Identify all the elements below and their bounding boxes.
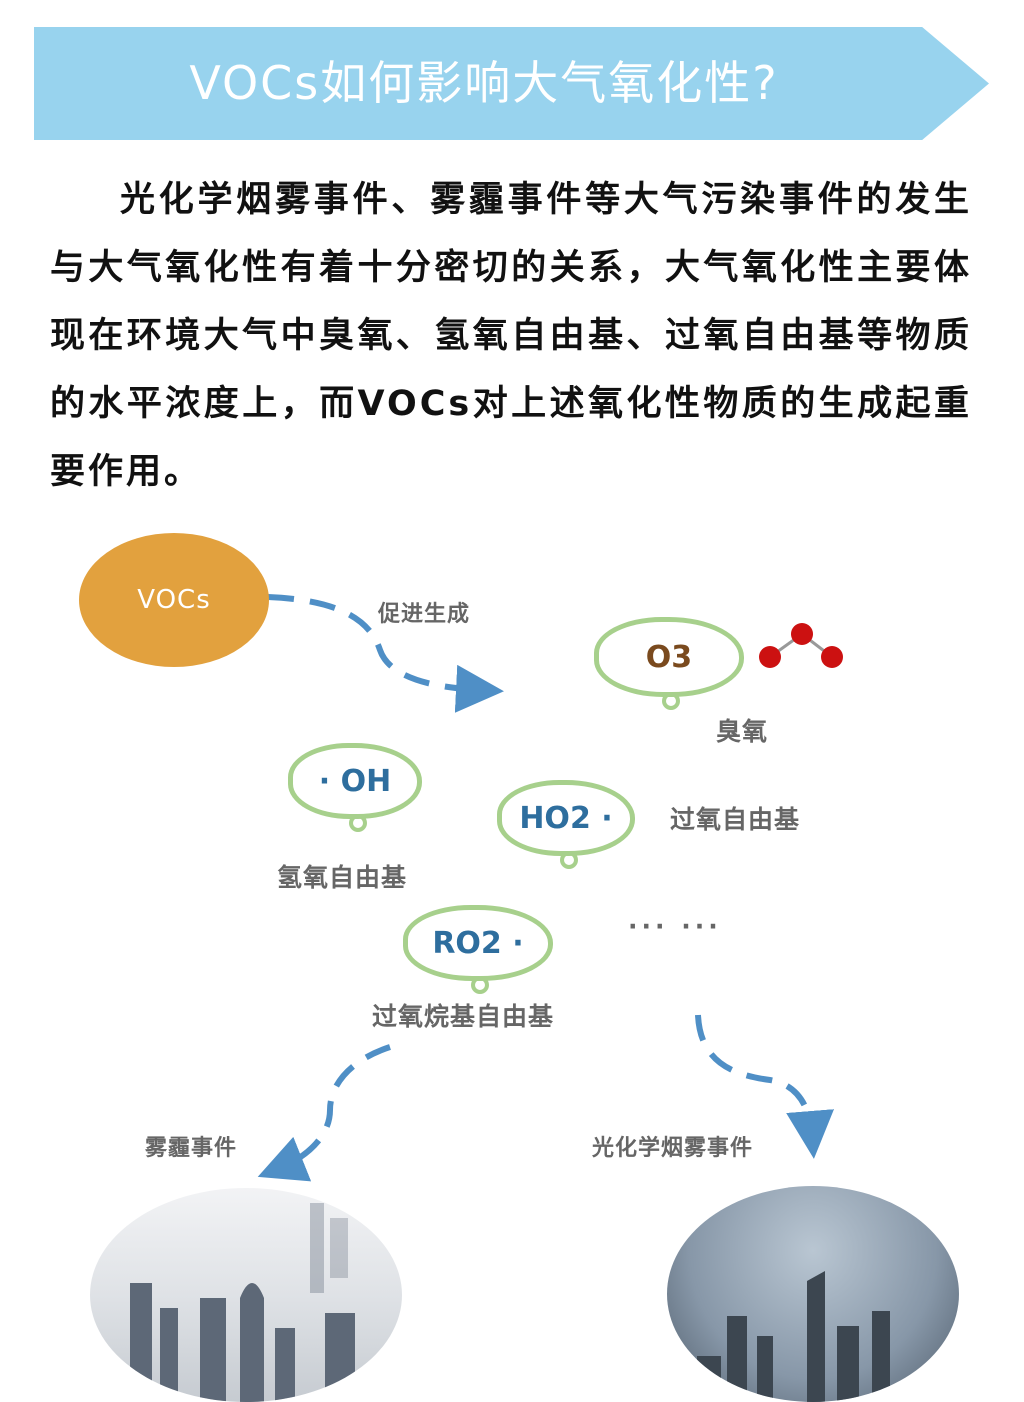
page-title: VOCs如何影响大气氧化性?	[189, 56, 779, 110]
arrow-vocs-to-oxidants	[267, 594, 504, 713]
arrow-label: 促进生成	[378, 602, 471, 627]
smog-city-photo	[667, 1186, 959, 1402]
intro-paragraph: 光化学烟雾事件、雾霾事件等大气污染事件的发生与大气氧化性有着十分密切的关系，大气…	[50, 180, 972, 492]
cloud-oh: · OH	[288, 743, 422, 832]
cloud-ro2: RO2 ·	[403, 905, 553, 994]
label-smog-event: 光化学烟雾事件	[592, 1136, 754, 1161]
label-alkylperoxy-radical: 过氧烷基自由基	[372, 1002, 555, 1031]
arrow-to-haze	[257, 1044, 391, 1182]
arrow-to-smog	[695, 1014, 835, 1159]
ozone-molecule-icon	[759, 623, 843, 668]
label-haze-event: 雾霾事件	[145, 1136, 238, 1161]
ellipsis: ··· ···	[628, 912, 722, 941]
title-banner	[34, 27, 989, 140]
label-hydroxyl-radical: 氢氧自由基	[277, 863, 408, 892]
vocs-node: VOCs	[79, 533, 269, 667]
cloud-ho2: HO2 ·	[497, 780, 635, 869]
label-ozone: 臭氧	[716, 717, 769, 746]
label-peroxy-radical: 过氧自由基	[670, 805, 801, 834]
haze-city-photo	[90, 1188, 402, 1402]
cloud-o3: O3	[594, 617, 744, 710]
